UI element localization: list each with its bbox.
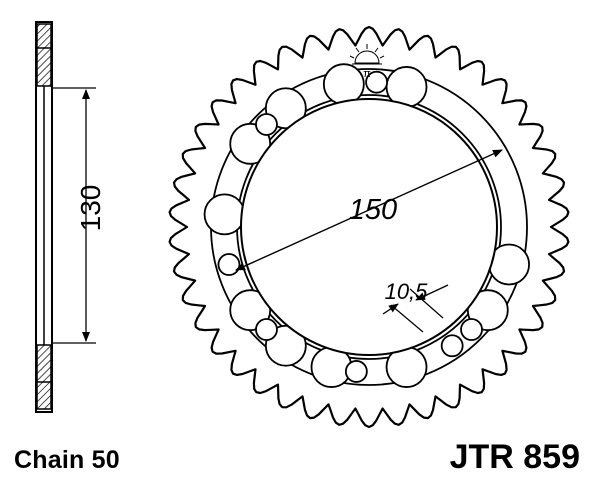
lightening-hole — [322, 63, 365, 106]
bolt-hole — [255, 113, 278, 136]
profile-bottom-hatch — [36, 344, 52, 410]
lightening-hole — [203, 193, 246, 236]
dimension-hole: 10,5 — [382, 279, 449, 333]
hole-dim-arrow-right — [415, 284, 449, 301]
bolt-hole — [365, 70, 388, 94]
chain-size-label: Chain 50 — [14, 446, 120, 474]
side-profile-view — [35, 21, 53, 413]
hub-width-label: 130 — [75, 185, 106, 232]
logo-sun-icon — [354, 50, 380, 64]
dimension-hub-width: 130 — [52, 87, 106, 344]
hole-dia-label: 10,5 — [385, 279, 429, 304]
dimension-pcd: 150 — [235, 149, 503, 271]
bolt-hole — [217, 253, 241, 276]
bolt-hole — [440, 334, 464, 358]
hole-dim-arrow-left — [382, 303, 399, 315]
part-number-label: JTR 859 — [449, 438, 580, 476]
pcd-dimension-line — [235, 149, 503, 271]
logo-symbol: π — [363, 68, 371, 80]
center-bore — [240, 98, 498, 356]
bolt-hole — [460, 318, 483, 341]
bolt-hole — [344, 360, 368, 383]
pcd-label: 150 — [349, 194, 397, 226]
manufacturer-logo: π — [349, 44, 385, 80]
sprocket-front-view — [168, 25, 570, 429]
bolt-hole — [255, 318, 278, 341]
profile-top-hatch — [36, 23, 52, 87]
